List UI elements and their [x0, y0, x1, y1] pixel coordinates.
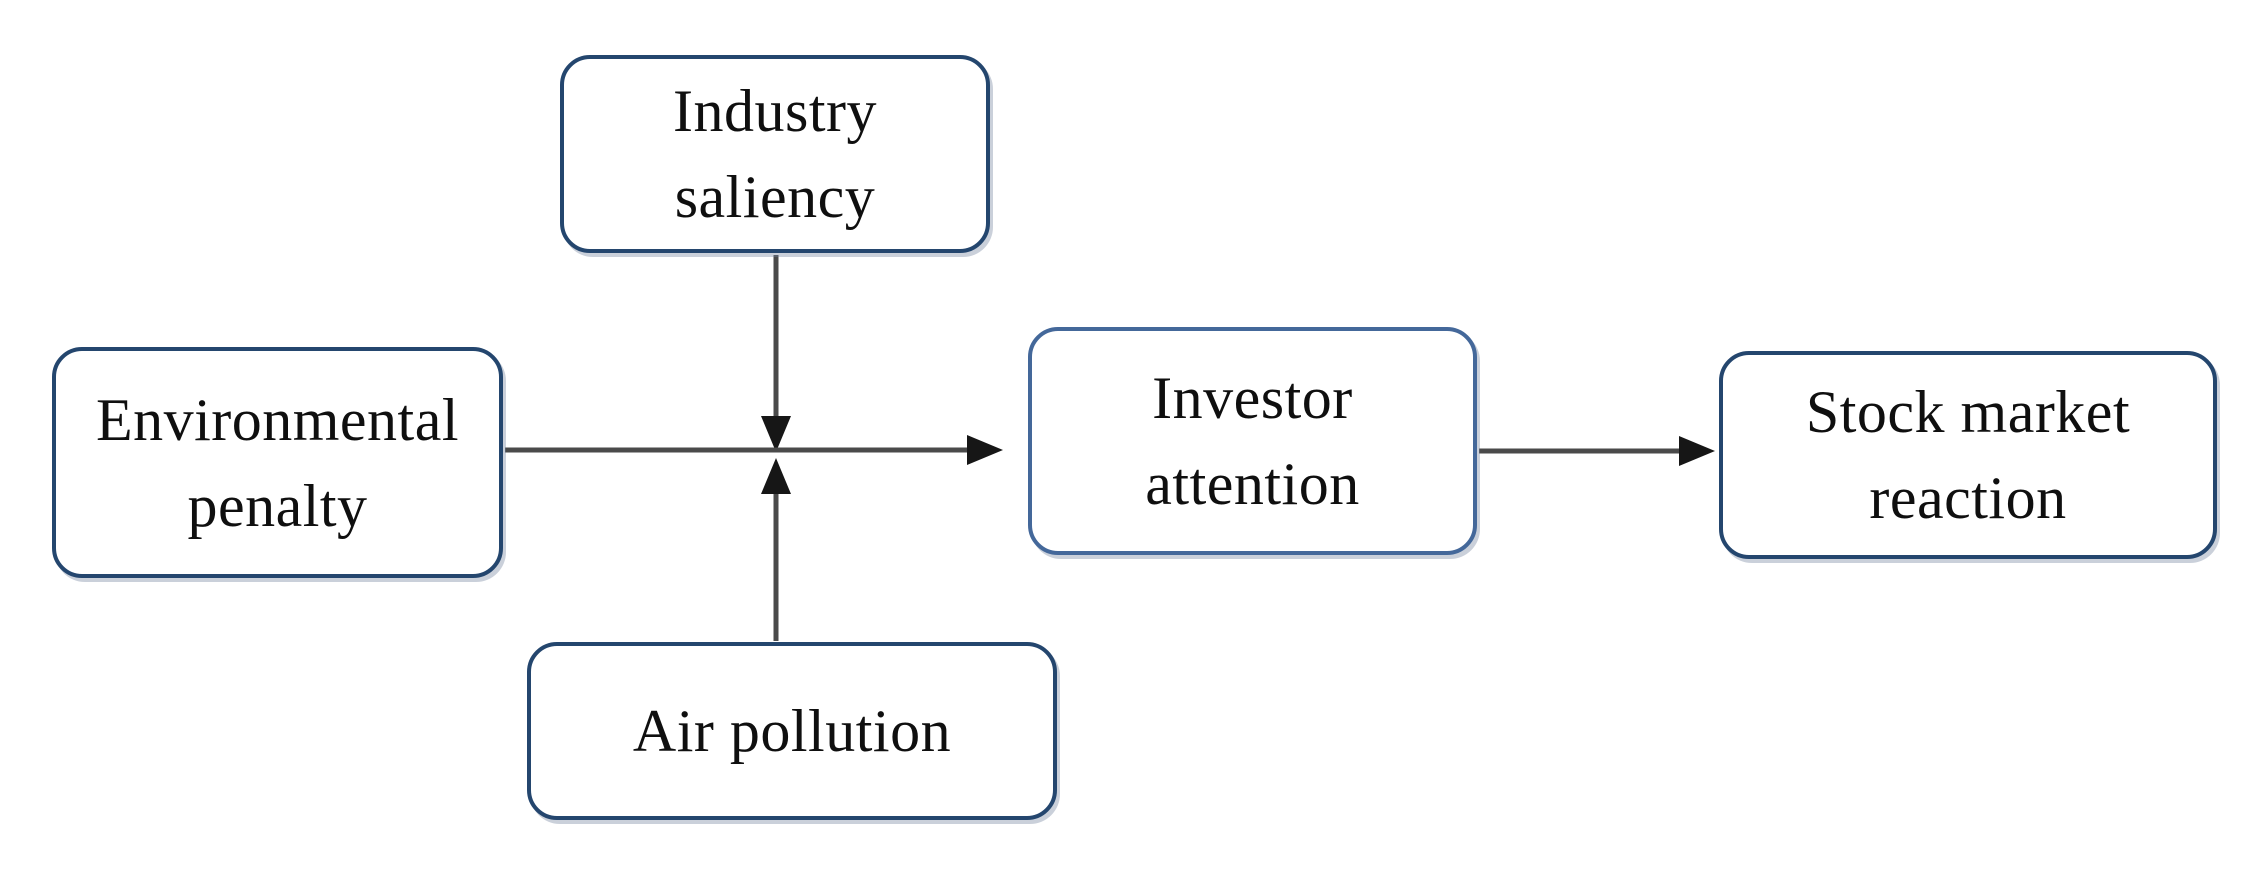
- node-label-line: penalty: [187, 472, 368, 539]
- arrowhead-right-icon: [967, 435, 1003, 465]
- node-label: Air pollution: [633, 688, 951, 774]
- arrowhead-right-icon: [1679, 436, 1715, 466]
- node-label-line: Stock market: [1805, 379, 2131, 445]
- node-label-line: Environmental: [95, 386, 460, 453]
- arrow-air-pollution-to-junction: [761, 458, 791, 641]
- node-investor-attention: Investor attention: [1028, 327, 1477, 555]
- node-label-line: Air pollution: [632, 698, 952, 764]
- node-air-pollution: Air pollution: [527, 642, 1057, 820]
- arrow-investor-attention-to-stock-market-reaction: [1479, 436, 1715, 466]
- node-stock-market-reaction: Stock market reaction: [1719, 351, 2217, 559]
- node-label: Industry saliency: [673, 68, 877, 240]
- node-label: Investor attention: [1145, 355, 1359, 527]
- node-label-line: attention: [1145, 451, 1360, 517]
- node-label-line: Industry: [673, 78, 877, 144]
- node-industry-saliency: Industry saliency: [560, 55, 990, 253]
- node-label: Environmental penalty: [96, 377, 459, 549]
- arrow-environmental-penalty-to-investor-attention: [505, 435, 1003, 465]
- node-label: Stock market reaction: [1806, 369, 2130, 541]
- node-label-line: reaction: [1869, 465, 2067, 531]
- arrowhead-down-icon: [761, 416, 791, 452]
- arrow-industry-saliency-to-junction: [761, 255, 791, 452]
- node-environmental-penalty: Environmental penalty: [52, 347, 503, 578]
- node-label-line: saliency: [674, 164, 876, 230]
- arrowhead-up-icon: [761, 458, 791, 494]
- node-label-line: Investor: [1152, 365, 1353, 431]
